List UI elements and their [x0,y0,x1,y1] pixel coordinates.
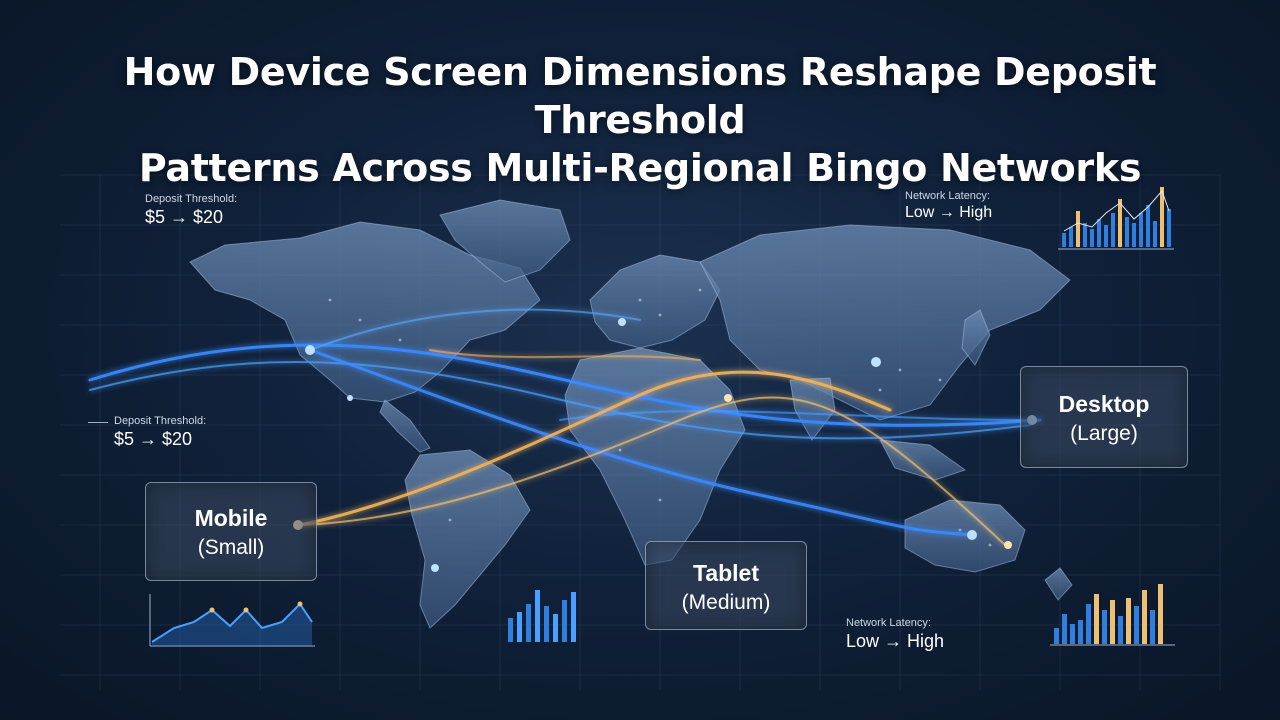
network-latency-label: Network Latency: [905,190,990,202]
continent-se-asia [879,439,967,481]
node-south-america [431,564,439,572]
title-line-2: Patterns Across Multi-Regional Bingo Net… [138,146,1142,190]
device-card-mobile: Mobile (Small) [145,482,317,581]
node-asia [871,357,881,367]
bar-chart-icon [508,590,576,642]
network-latency-annotation-bottom: Network Latency: Low → High [846,617,944,652]
page-title: How Device Screen Dimensions Reshape Dep… [40,48,1240,192]
node-north-america [305,345,315,355]
deposit-threshold-annotation-mid: Deposit Threshold: $5 → $20 [90,415,206,450]
network-latency-label: Network Latency: [846,617,931,629]
node-africa [724,394,732,402]
gold-stream-2 [299,396,1006,546]
continent-asia [699,224,1071,421]
continent-central-america [379,399,431,453]
blue-stream-4 [309,308,641,351]
continent-japan [961,309,991,366]
deposit-threshold-label: Deposit Threshold: [114,415,207,427]
continent-africa [564,347,746,566]
node-australia [967,530,977,540]
network-latency-value: Low → High [846,631,945,651]
network-latency-value: Low → High [905,204,993,221]
annotation-leader-line [88,422,108,423]
gold-stream-3 [429,349,701,361]
node-australia-east [1004,541,1012,549]
device-name: Mobile [194,505,268,531]
blue-stream-2 [89,361,1031,440]
deposit-threshold-annotation-top: Deposit Threshold: $5 → $20 [145,193,237,228]
node-central-america [347,395,353,401]
device-size: (Small) [197,536,265,559]
blue-stream-3 [308,348,977,537]
bar-chart-icon [1058,187,1174,250]
device-size: (Large) [1070,422,1138,445]
continent-south-america [404,449,531,629]
continent-new-zealand [1044,567,1073,601]
continent-greenland [439,199,571,283]
device-card-desktop: Desktop (Large) [1020,366,1188,468]
device-name: Desktop [1058,391,1150,417]
bar-chart-icon [1050,584,1175,646]
gold-stream-1 [298,370,892,527]
deposit-threshold-value: $5 → $20 [145,207,224,227]
deposit-threshold-label: Deposit Threshold: [145,193,238,205]
title-line-1: How Device Screen Dimensions Reshape Dep… [123,50,1157,142]
device-card-tablet: Tablet (Medium) [645,541,807,630]
continent-australia [904,499,1026,573]
blue-stream-5 [559,410,1031,421]
deposit-threshold-value: $5 → $20 [114,429,193,449]
device-size: (Medium) [681,591,771,614]
blue-stream-1 [88,343,1042,427]
continent-india [789,377,836,441]
device-name: Tablet [692,560,760,586]
network-latency-annotation-top: Network Latency: Low → High [905,190,992,222]
node-europe [618,318,626,326]
line-chart-icon [149,594,315,647]
